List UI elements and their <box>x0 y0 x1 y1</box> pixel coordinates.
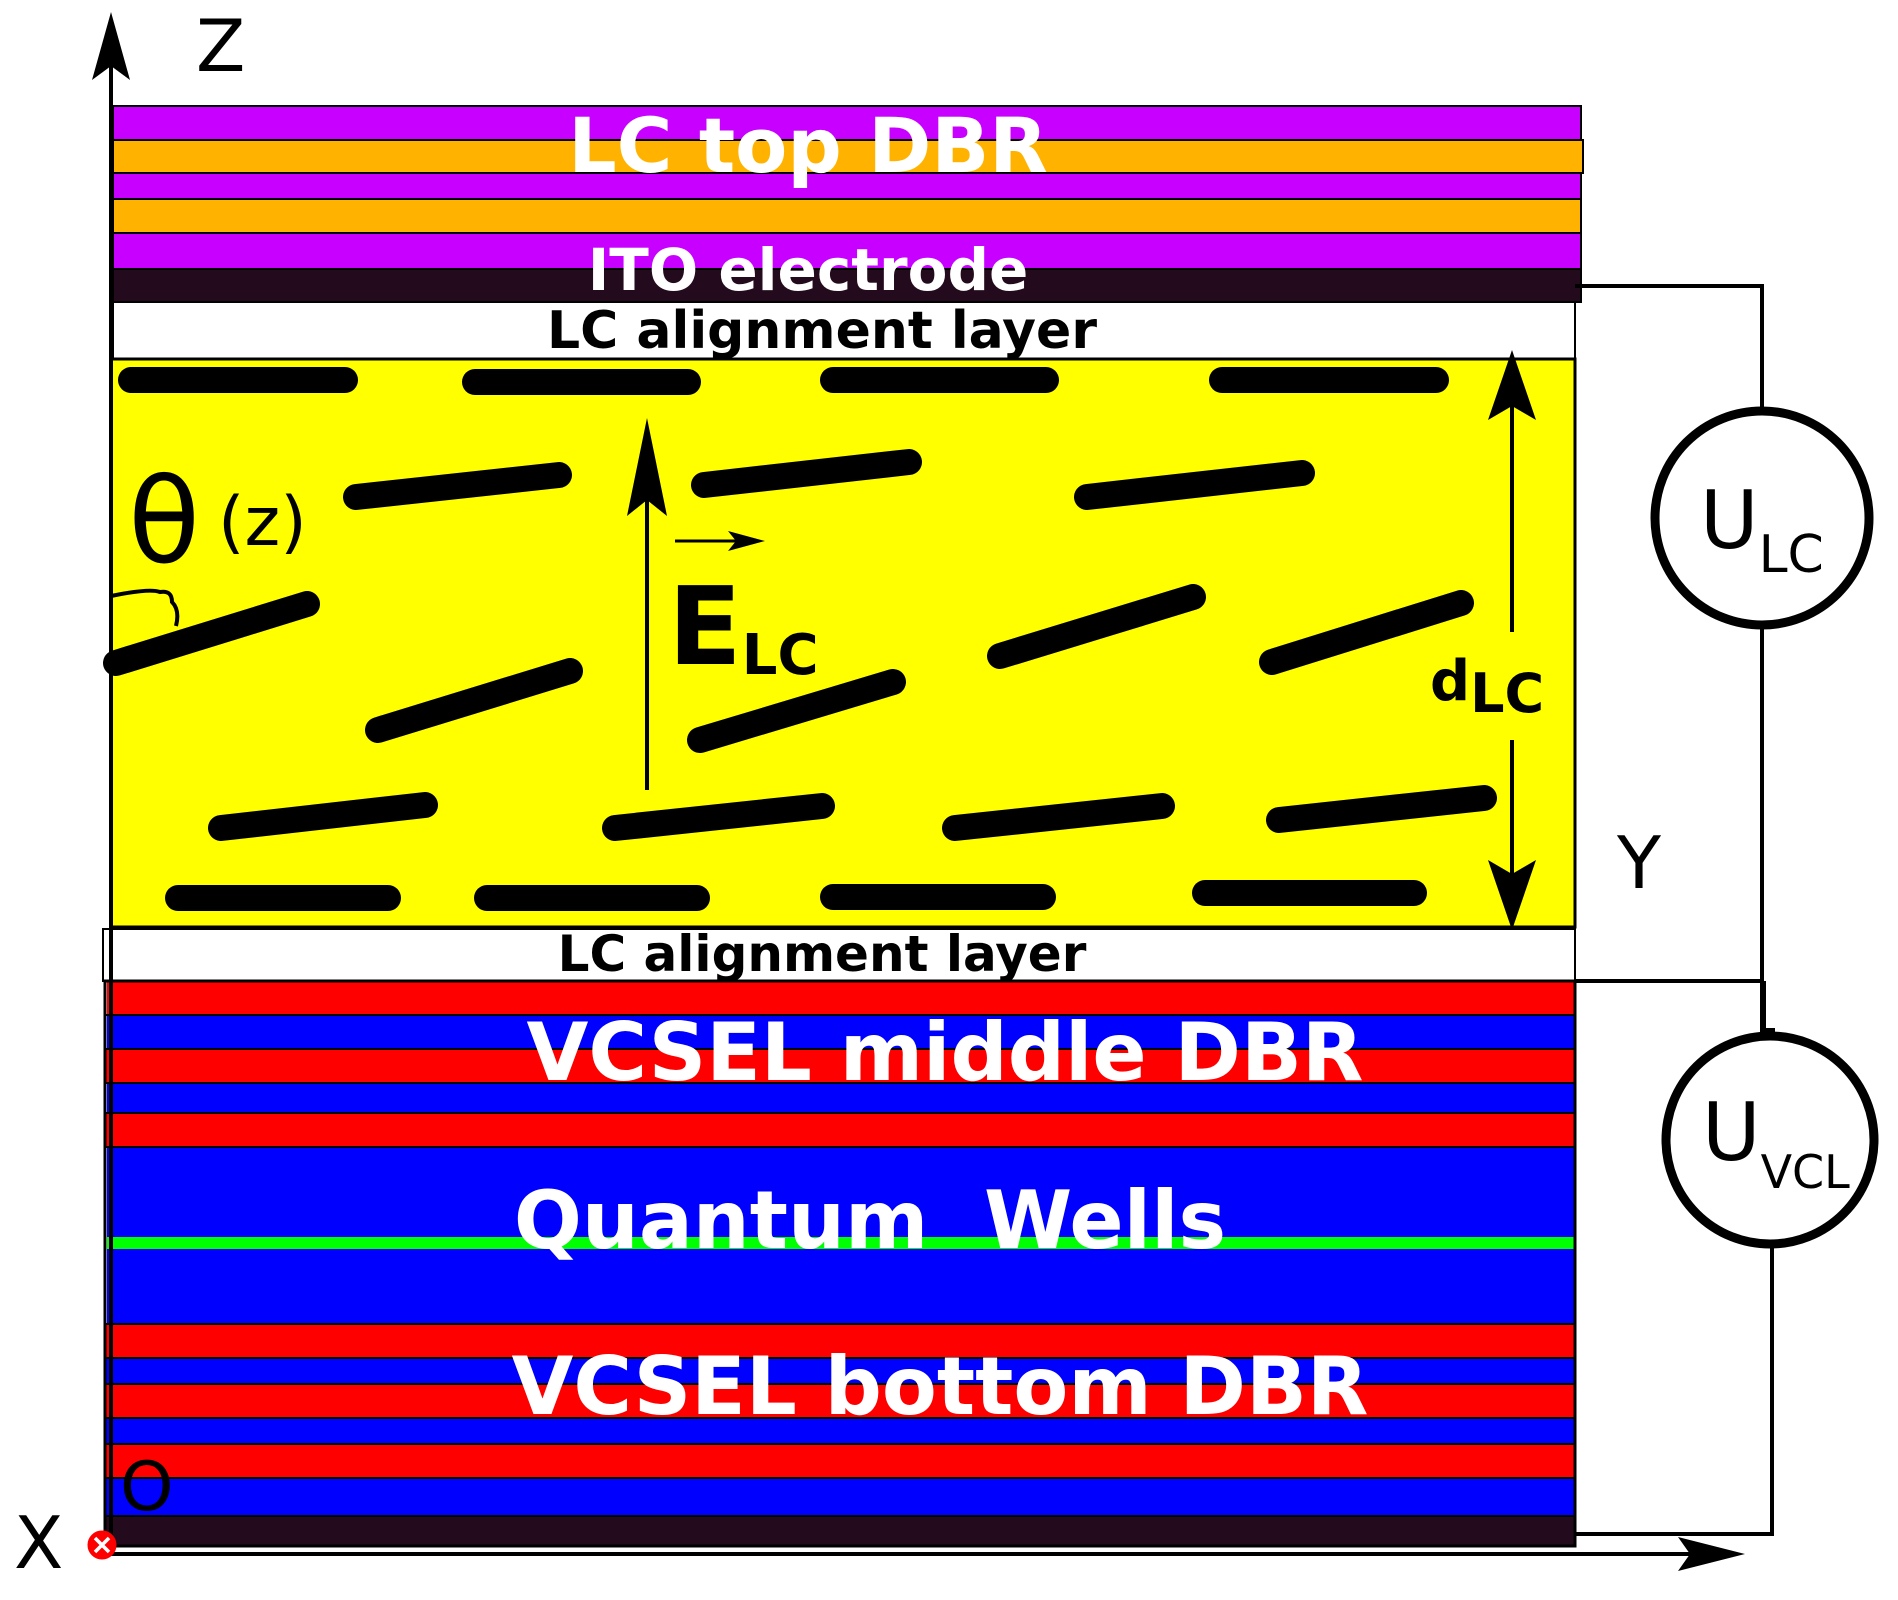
d-symbol: d <box>1430 649 1470 714</box>
lc-molecule <box>691 449 922 498</box>
d-subscript: LC <box>1470 662 1544 725</box>
lc-molecule <box>365 658 583 743</box>
vcsel-layer-blue <box>105 1358 1575 1384</box>
u-vcl-symbol: U <box>1702 1086 1761 1179</box>
vcsel-layer-red <box>105 1324 1575 1358</box>
vcsel-layer-red <box>105 1049 1575 1083</box>
vcsel-bottom-dbr <box>105 1324 1575 1516</box>
lc-alignment-bottom-label: LC alignment layer <box>558 925 1087 983</box>
theta-symbol: θ <box>128 452 200 590</box>
vcsel-bottom-dbr-label: VCSEL bottom DBR <box>511 1340 1368 1433</box>
u-lc-voltage-source <box>1650 406 1874 630</box>
vcsel-layer-red <box>107 981 1575 1015</box>
vcsel-cavity-blue <box>107 1249 1575 1324</box>
lc-molecule <box>602 793 835 841</box>
lc-molecule <box>942 793 1175 841</box>
theta-argument: (z) <box>218 483 307 562</box>
vcsel-middle-dbr <box>105 981 1575 1147</box>
vcsel-layer-blue <box>107 1015 1575 1049</box>
vcsel-layer-blue <box>105 1478 1575 1516</box>
e-field-label: ELC <box>668 565 819 690</box>
lc-molecule <box>1266 785 1497 833</box>
vcsel-layer-boundaries <box>105 1014 1575 1517</box>
e-subscript: LC <box>742 623 819 688</box>
lc-molecule <box>103 591 320 676</box>
vcsel-layer-red <box>105 1113 1575 1147</box>
ito-electrode-label: ITO electrode <box>588 236 1029 304</box>
lc-alignment-top-label: LC alignment layer <box>547 301 1097 361</box>
y-axis-arrowhead <box>1678 1537 1745 1571</box>
u-vcl-voltage-source <box>1661 1031 1879 1249</box>
u-lc-subscript: LC <box>1759 525 1824 585</box>
top-dbr-layer-orange <box>112 139 1584 174</box>
u-lc-symbol: U <box>1700 474 1759 567</box>
d-lc-label: dLC <box>1430 649 1544 725</box>
quantum-well-layer <box>107 1237 1575 1249</box>
origin-label: O <box>120 1448 174 1527</box>
vcsel-cavity-blue <box>107 1147 1575 1237</box>
vcsel-layer-red <box>105 1384 1575 1418</box>
lc-top-dbr-label: LC top DBR <box>568 101 1048 190</box>
z-axis-arrowhead <box>92 12 130 80</box>
vcsel-stack-outline <box>103 979 1577 1548</box>
u-vcl-subscript: VCL <box>1761 1145 1851 1199</box>
lc-molecule <box>343 462 572 510</box>
lc-molecule <box>208 792 438 841</box>
lc-molecule <box>1259 590 1474 675</box>
vcsel-middle-dbr-label: VCSEL middle DBR <box>526 1006 1363 1099</box>
e-vector-bar-head <box>728 531 765 551</box>
theta-angle-arc <box>110 588 180 627</box>
vcsel-layer-blue <box>107 1083 1575 1113</box>
x-axis-marker <box>87 1530 117 1560</box>
lc-top-dbr <box>112 105 1584 270</box>
top-dbr-layer-orange <box>112 198 1582 234</box>
x-axis-label: X <box>14 1501 63 1585</box>
d-lc-arrowhead-up <box>1488 350 1536 420</box>
bottom-contact-layer <box>105 1516 1575 1546</box>
vcsel-layer-red <box>105 1444 1575 1478</box>
lc-molecule <box>987 584 1206 669</box>
quantum-wells-label: Quantum Wells <box>514 1174 1226 1267</box>
e-symbol: E <box>668 565 742 690</box>
quantum-wells-region <box>107 1147 1575 1324</box>
u-vcl-label: UVCL <box>1702 1086 1850 1199</box>
circuit-wires <box>1575 284 1775 1536</box>
u-lc-label: ULC <box>1700 474 1824 585</box>
lc-molecule <box>1074 460 1315 510</box>
y-axis-label: Y <box>1616 821 1662 905</box>
lc-molecules <box>103 367 1497 911</box>
d-lc-arrowhead-down <box>1488 860 1536 930</box>
z-axis-label: Z <box>196 4 245 88</box>
lc-molecule <box>687 669 906 753</box>
e-field-arrowhead <box>627 418 667 516</box>
vcsel-layer-blue <box>105 1418 1575 1444</box>
